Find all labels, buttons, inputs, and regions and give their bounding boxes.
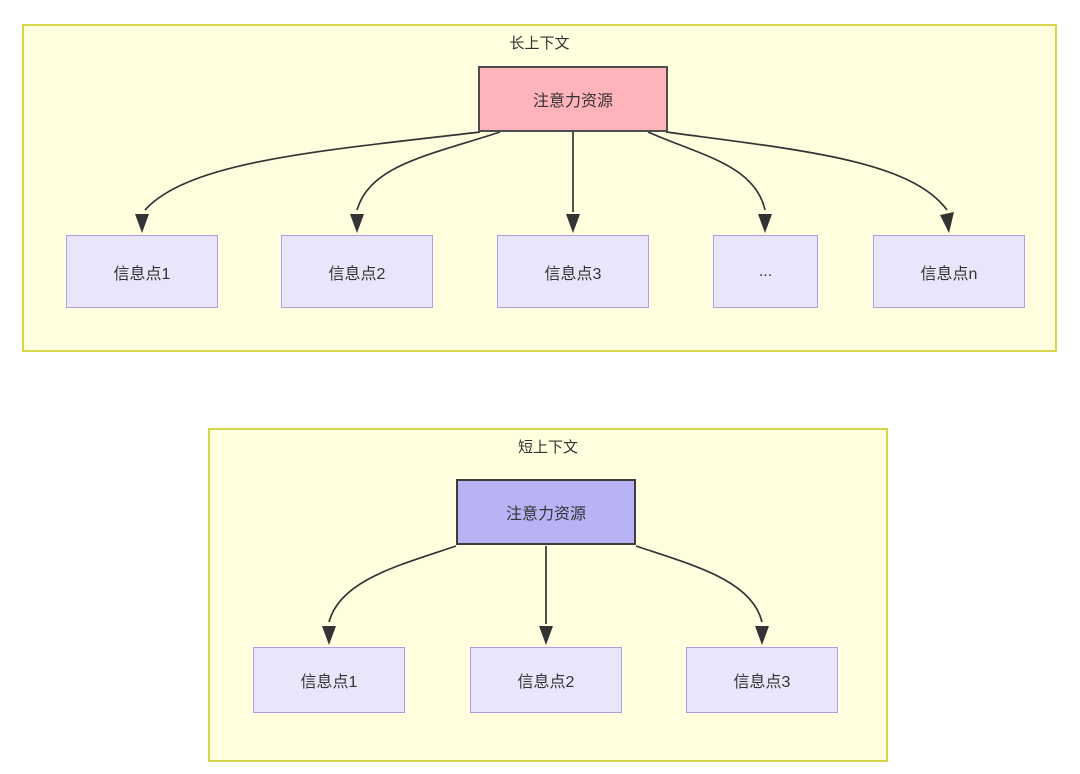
long-context-attention-label: 注意力资源 bbox=[532, 93, 613, 110]
long-context-info-label-1: 信息点1 bbox=[113, 265, 171, 283]
long-context-info-node-2[interactable]: 信息点2 bbox=[281, 235, 433, 308]
short-context-info-node-3[interactable]: 信息点3 bbox=[686, 647, 838, 713]
short-context-panel-title: 短上下文 bbox=[517, 439, 578, 456]
short-context-attention-label: 注意力资源 bbox=[505, 506, 586, 523]
long-context-info-label-3: 信息点3 bbox=[544, 265, 602, 283]
long-context-info-node-3[interactable]: 信息点3 bbox=[497, 235, 649, 308]
long-context-info-label-ellipsis: ... bbox=[758, 262, 773, 280]
short-context-info-label-3: 信息点3 bbox=[733, 674, 791, 691]
long-context-info-label-n: 信息点n bbox=[920, 265, 978, 283]
short-context-attention-node[interactable]: 注意力资源 bbox=[456, 479, 636, 545]
long-context-panel-title: 长上下文 bbox=[509, 35, 570, 52]
long-context-info-node-1[interactable]: 信息点1 bbox=[66, 235, 218, 308]
short-context-info-label-1: 信息点1 bbox=[300, 674, 358, 691]
short-context-info-node-1[interactable]: 信息点1 bbox=[253, 647, 405, 713]
short-context-info-label-2: 信息点2 bbox=[517, 674, 575, 691]
long-context-attention-node[interactable]: 注意力资源 bbox=[478, 66, 668, 132]
long-context-info-node-ellipsis[interactable]: ... bbox=[713, 235, 818, 308]
long-context-info-node-n[interactable]: 信息点n bbox=[873, 235, 1025, 308]
short-context-info-node-2[interactable]: 信息点2 bbox=[470, 647, 622, 713]
long-context-info-label-2: 信息点2 bbox=[328, 265, 386, 283]
